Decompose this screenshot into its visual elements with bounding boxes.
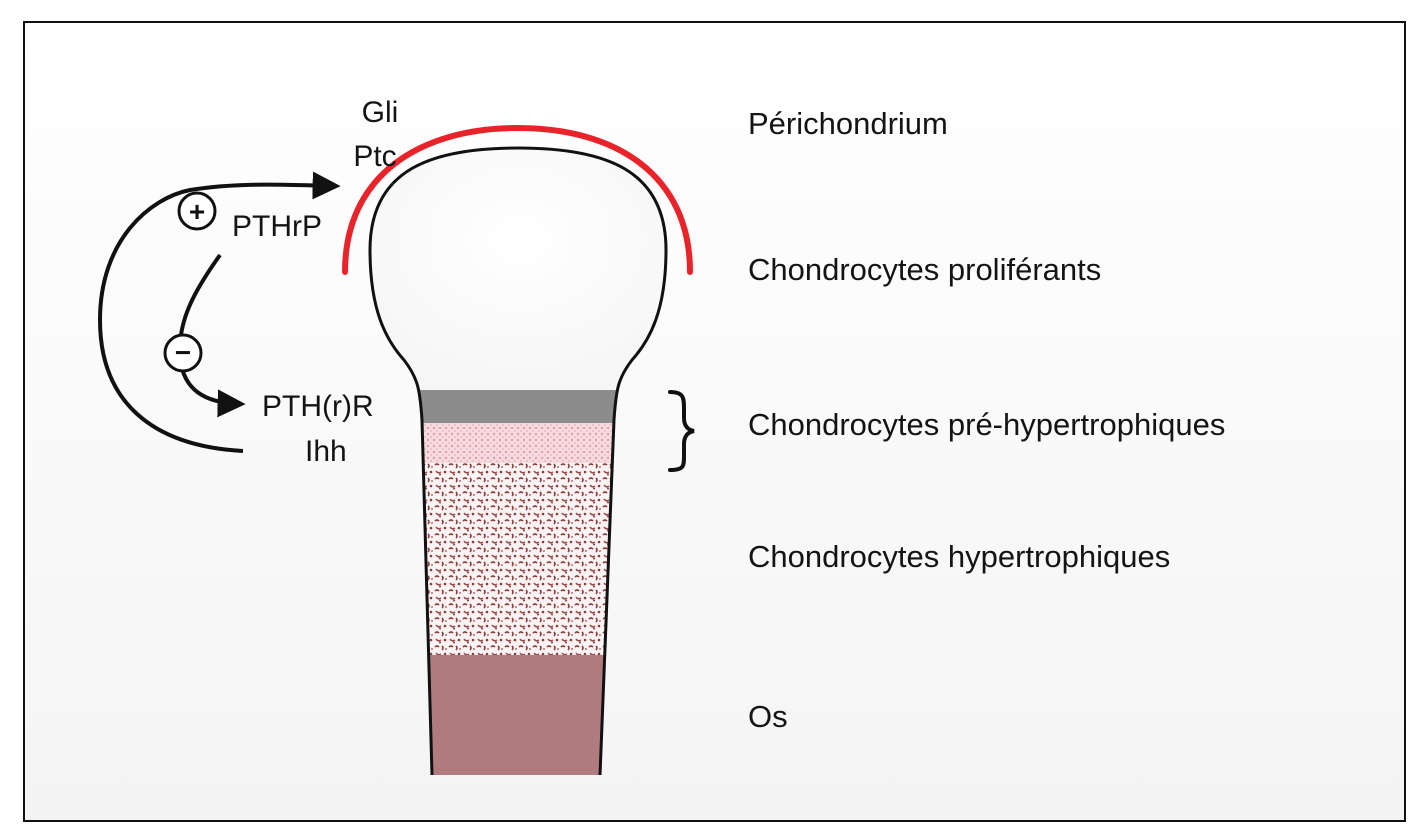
prehypertrophic-dark-band: [370, 390, 666, 423]
zone-label-perichondrium: Périchondrium: [748, 106, 948, 141]
zone-label-hypertrophic: Chondrocytes hypertrophiques: [748, 539, 1171, 574]
zone-label-proliferating: Chondrocytes proliférants: [748, 252, 1102, 287]
minus-sign: −: [175, 337, 191, 368]
label-ptc: Ptc: [353, 140, 397, 173]
prehypertrophic-pink-band: [370, 423, 666, 463]
hypertrophic-zone: [370, 463, 666, 655]
zone-label-prehypertrophic: Chondrocytes pré-hypertrophiques: [748, 407, 1226, 442]
plus-circle-icon: [177, 191, 217, 231]
perichondrium-arc: [342, 124, 693, 275]
label-pthr: PTH(r)R: [262, 390, 374, 423]
minus-circle-icon: [163, 333, 203, 373]
bone-outline: [368, 146, 668, 776]
positive-feedback-arrow: [97, 171, 341, 453]
label-ihh: Ihh: [305, 435, 347, 468]
brace: [668, 390, 695, 472]
label-pthrp: PTHrP: [232, 210, 322, 243]
label-gli: Gli: [361, 96, 399, 129]
bone-zone: [370, 655, 666, 775]
negative-feedback-arrow: [177, 253, 246, 418]
figure-frame: [23, 21, 1406, 822]
plus-sign: +: [189, 196, 205, 227]
zone-label-bone: Os: [748, 699, 788, 734]
